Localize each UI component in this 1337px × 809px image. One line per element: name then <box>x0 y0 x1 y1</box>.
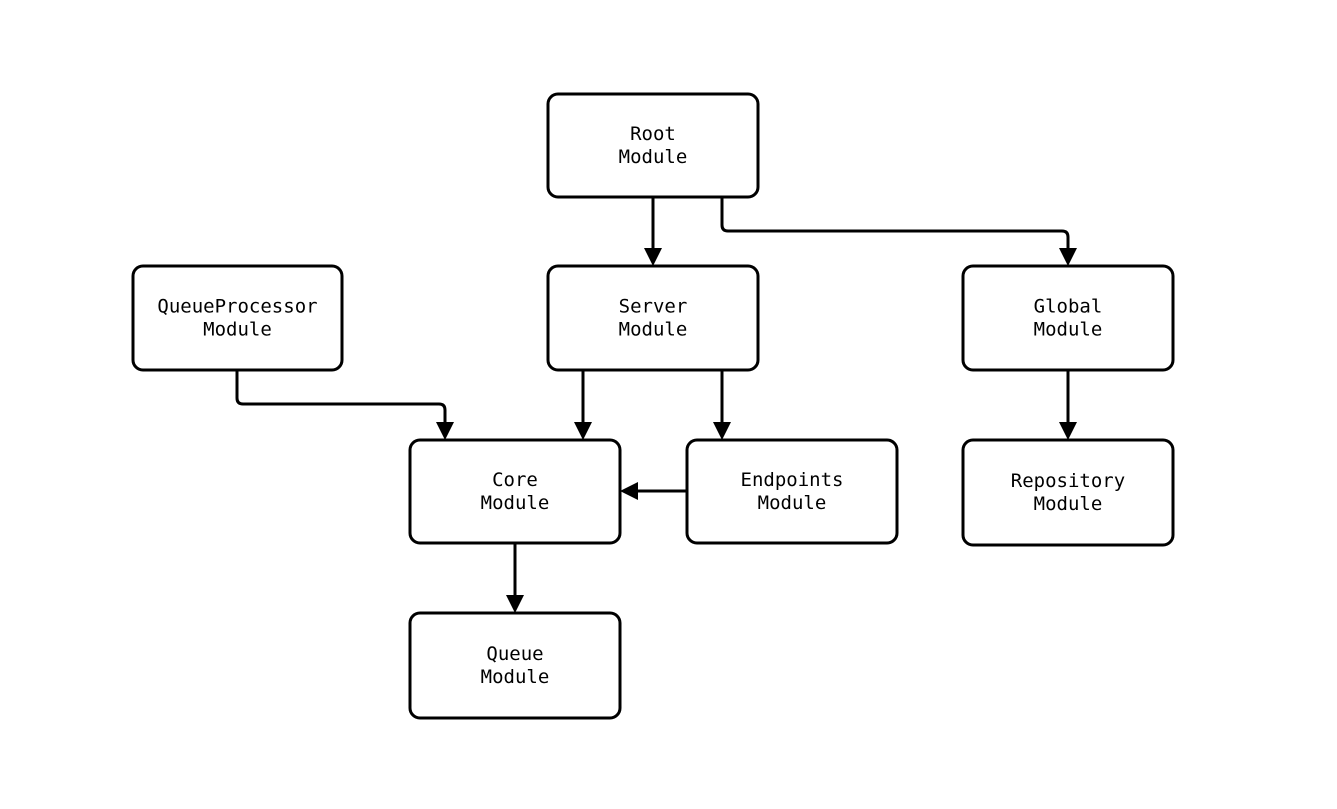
edge-endpoints-to-core <box>620 482 687 500</box>
edge-global-to-repository <box>1059 370 1077 440</box>
node-box <box>408 438 622 545</box>
node-box <box>131 264 344 372</box>
node-label-line1: Repository <box>1011 470 1125 492</box>
node-label-line2: Module <box>619 319 688 341</box>
nodes-layer: RootModuleQueueProcessorModuleServerModu… <box>131 92 1175 720</box>
edge-root-to-global <box>720 197 1077 266</box>
edge-line <box>720 197 1070 252</box>
arrowhead-icon <box>644 248 662 266</box>
edges-layer <box>235 197 1077 613</box>
edge-server-to-core <box>574 370 592 440</box>
arrowhead-icon <box>713 422 731 440</box>
node-box <box>961 438 1175 547</box>
edge-core-to-queue <box>506 543 524 613</box>
node-label-line2: Module <box>203 319 272 341</box>
node-box <box>685 438 899 545</box>
node-box <box>546 92 760 199</box>
node-label-line1: Core <box>492 469 538 491</box>
arrowhead-icon <box>436 422 454 440</box>
edge-queueprocessor-to-core <box>235 370 454 440</box>
arrowhead-icon <box>1059 248 1077 266</box>
node-label-line2: Module <box>481 492 550 514</box>
edge-root-to-server <box>644 197 662 266</box>
node-label-line1: Root <box>630 123 676 145</box>
edge-server-to-endpoints <box>713 370 731 440</box>
node-label-line1: Global <box>1034 296 1103 318</box>
arrowhead-icon <box>620 482 638 500</box>
node-label-line1: Server <box>619 296 688 318</box>
node-label-line1: Queue <box>486 643 543 665</box>
node-label-line2: Module <box>1034 319 1103 341</box>
node-box <box>961 264 1175 372</box>
node-box <box>408 611 622 720</box>
node-label-line2: Module <box>1034 493 1103 515</box>
node-label-line2: Module <box>619 146 688 168</box>
node-label-line1: QueueProcessor <box>157 296 317 318</box>
node-label-line2: Module <box>758 492 827 514</box>
node-box <box>546 264 760 372</box>
arrowhead-icon <box>574 422 592 440</box>
edge-line <box>235 370 447 426</box>
arrowhead-icon <box>1059 422 1077 440</box>
node-label-line2: Module <box>481 666 550 688</box>
arrowhead-icon <box>506 595 524 613</box>
node-label-line1: Endpoints <box>741 469 844 491</box>
